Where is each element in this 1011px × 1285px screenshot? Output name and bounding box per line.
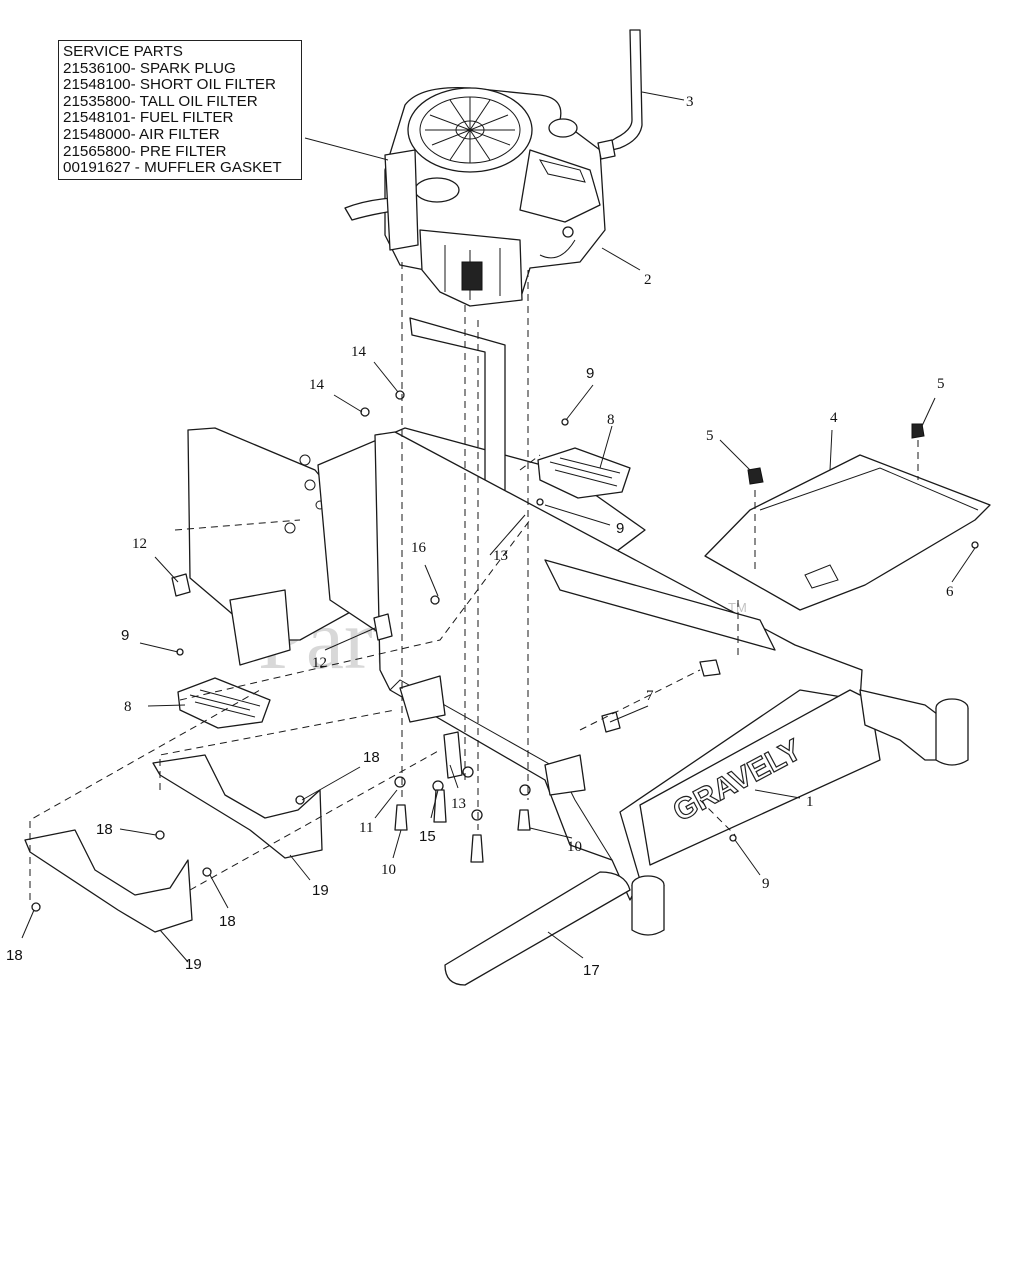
fuel-line xyxy=(597,29,643,160)
callout-18d: 18 xyxy=(6,947,23,964)
callout-10a: 10 xyxy=(381,862,396,878)
callout-5b: 5 xyxy=(937,376,945,392)
foot-pan-left xyxy=(177,677,271,729)
service-part-muffler-gasket: 00191627 - MUFFLER GASKET xyxy=(63,159,282,177)
callout-5a: 5 xyxy=(706,428,714,444)
callout-4: 4 xyxy=(830,410,838,426)
service-part-short-oil-filter: 21548100- SHORT OIL FILTER xyxy=(63,76,277,94)
alignment-lines xyxy=(29,262,919,900)
rear-cover xyxy=(704,454,991,611)
callout-8a: 8 xyxy=(607,412,615,428)
callout-18b: 18 xyxy=(96,821,113,838)
callout-12a: 12 xyxy=(132,536,147,552)
callout-14a: 14 xyxy=(351,344,367,360)
callout-2: 2 xyxy=(644,272,652,288)
callout-1: 1 xyxy=(806,794,814,810)
callout-15: 15 xyxy=(419,828,436,845)
callout-19a: 19 xyxy=(312,882,329,899)
callout-6: 6 xyxy=(946,584,954,600)
callout-11: 11 xyxy=(359,820,373,836)
service-parts-box: SERVICE PARTS 21536100- SPARK PLUG 21548… xyxy=(58,40,302,180)
heat-shield-right xyxy=(152,754,323,859)
callout-numbers: 1 2 3 4 5 5 6 7 8 8 9 9 9 9 10 10 11 12 … xyxy=(6,94,954,979)
callout-16: 16 xyxy=(411,540,427,556)
callout-9a: 9 xyxy=(586,365,594,382)
callout-18a: 18 xyxy=(363,749,380,766)
heat-shield-left xyxy=(24,829,193,933)
service-part-spark-plug: 21536100- SPARK PLUG xyxy=(63,59,236,77)
callout-8b: 8 xyxy=(124,699,132,715)
callout-12b: 12 xyxy=(312,655,327,671)
callout-14b: 14 xyxy=(309,377,325,393)
main-frame: GRAVELY xyxy=(374,431,969,936)
callout-9b: 9 xyxy=(616,520,624,537)
callout-18c: 18 xyxy=(219,913,236,930)
service-parts-title: SERVICE PARTS xyxy=(63,43,183,60)
callout-17: 17 xyxy=(583,962,600,979)
service-part-tall-oil-filter: 21535800- TALL OIL FILTER xyxy=(63,92,258,110)
callout-9d: 9 xyxy=(762,876,770,892)
service-part-pre-filter: 21565800- PRE FILTER xyxy=(63,142,227,160)
foot-pan-right xyxy=(537,447,631,499)
callout-3: 3 xyxy=(686,94,694,110)
callout-7: 7 xyxy=(646,688,654,704)
service-part-air-filter: 21548000- AIR FILTER xyxy=(63,125,220,143)
service-part-fuel-filter: 21548101- FUEL FILTER xyxy=(63,109,234,127)
leader-lines xyxy=(21,91,976,963)
callout-9c: 9 xyxy=(121,627,129,644)
callout-19b: 19 xyxy=(185,956,202,973)
callout-13a: 13 xyxy=(493,548,508,564)
callout-13b: 13 xyxy=(451,796,466,812)
engine xyxy=(344,86,606,307)
callout-10b: 10 xyxy=(567,839,582,855)
cover-strip xyxy=(444,871,631,986)
